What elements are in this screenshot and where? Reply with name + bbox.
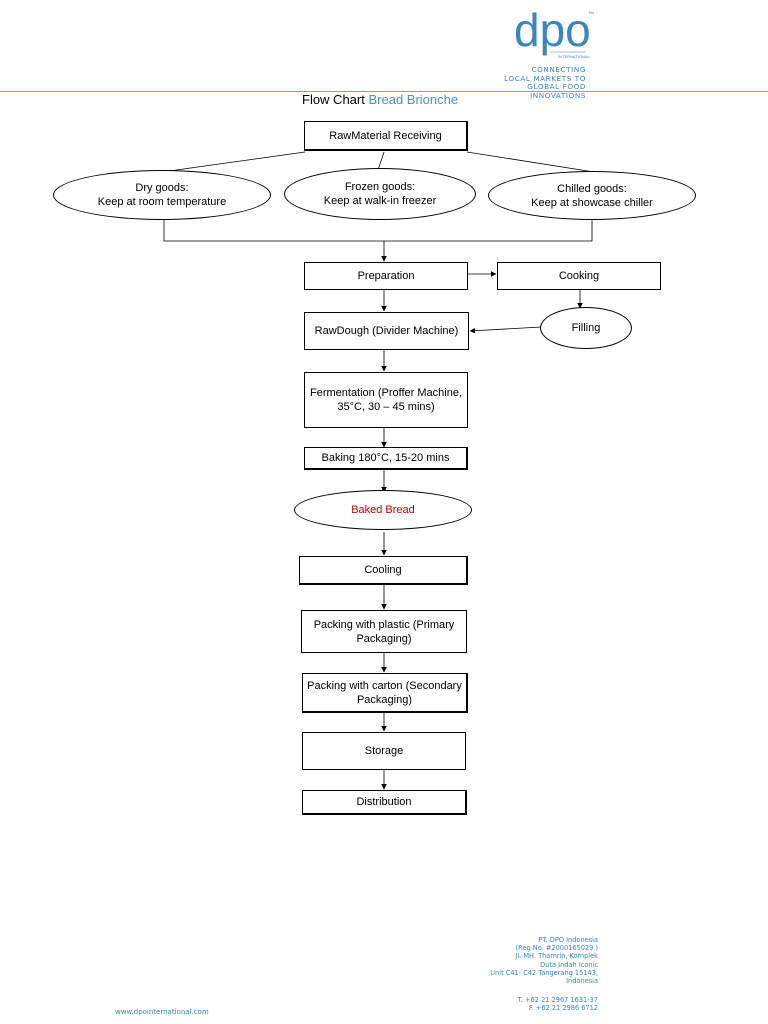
node-raw-material-receiving: RawMaterial Receiving: [304, 121, 468, 151]
company-contact: T. +62 21 2967 1631-37 F. +62 21 2986 67…: [517, 996, 598, 1013]
node-dry-goods: Dry goods: Keep at room temperature: [53, 170, 271, 220]
node-raw-dough: RawDough (Divider Machine): [304, 312, 469, 350]
node-packing-primary: Packing with plastic (Primary Packaging): [301, 610, 467, 653]
logo-wordmark: dpo: [514, 4, 591, 56]
arrow-filling-to-dough: [469, 326, 542, 334]
line-raw-to-frozen: [377, 151, 385, 171]
title-prefix: Flow Chart: [302, 92, 365, 107]
node-frozen-goods: Frozen goods: Keep at walk-in freezer: [284, 168, 476, 220]
logo-trademark: TM: [588, 10, 594, 15]
node-distribution: Distribution: [302, 790, 467, 815]
brand-tagline: CONNECTING LOCAL MARKETS TO GLOBAL FOOD …: [504, 65, 586, 100]
company-address: PT. DPO Indonesia (Reg No. #2000165029 )…: [490, 936, 598, 986]
node-baked-bread: Baked Bread: [294, 490, 472, 530]
node-packing-secondary: Packing with carton (Secondary Packaging…: [302, 673, 468, 713]
node-chilled-goods: Chilled goods: Keep at showcase chiller: [488, 171, 696, 220]
node-filling: Filling: [540, 307, 632, 349]
node-storage: Storage: [302, 732, 466, 770]
node-cooking: Cooking: [497, 262, 661, 290]
line-raw-to-chilled: [466, 151, 595, 173]
node-baking: Baking 180°C, 15-20 mins: [304, 447, 468, 470]
line-raw-to-dry: [161, 151, 306, 173]
title-accent: Bread Brionche: [368, 92, 459, 107]
header-divider: [0, 91, 768, 92]
logo-subtitle: INTERNATIONAL: [558, 54, 590, 59]
line-storage-bracket: [163, 220, 593, 242]
node-fermentation: Fermentation (Proffer Machine, 35°C, 30 …: [304, 372, 468, 428]
company-website-link[interactable]: www.dpointernational.com: [115, 1008, 209, 1016]
node-cooling: Cooling: [299, 556, 468, 585]
node-preparation: Preparation: [304, 262, 468, 290]
page-title: Flow Chart Bread Brionche: [302, 92, 458, 107]
dpo-logo: dpo TM INTERNATIONAL: [514, 2, 594, 62]
